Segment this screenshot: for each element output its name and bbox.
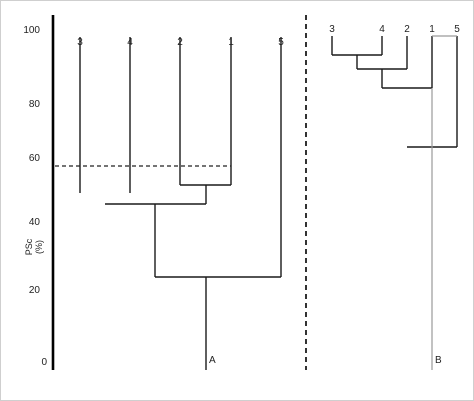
dendrogram-b-leaf-label: 5 [454,24,460,35]
dendrogram-a: 3 4 2 1 5 A [55,37,284,370]
y-tick-label-80: 80 [29,99,41,110]
y-axis-title: PSc (%) [24,238,44,255]
dendrogram-b-leaf-label: 4 [379,24,385,35]
dendrogram-a-panel-label: A [209,355,216,366]
dendrogram-b-leaf-label: 3 [329,24,335,35]
y-axis-title-line2: (%) [34,240,44,254]
dendrogram-b-leaf-label: 2 [404,24,410,35]
y-tick-label-100: 100 [23,25,40,36]
y-tick-label-0: 0 [41,357,47,368]
dendrogram-b-panel-label: B [435,355,442,366]
y-tick-label-40: 40 [29,217,41,228]
y-axis-title-line1: PSc [24,238,34,255]
dendrogram-b: 3 4 2 1 5 B [329,24,460,370]
dendrogram-b-leaf-label: 1 [429,24,435,35]
y-tick-label-60: 60 [29,153,41,164]
y-tick-label-20: 20 [29,285,41,296]
